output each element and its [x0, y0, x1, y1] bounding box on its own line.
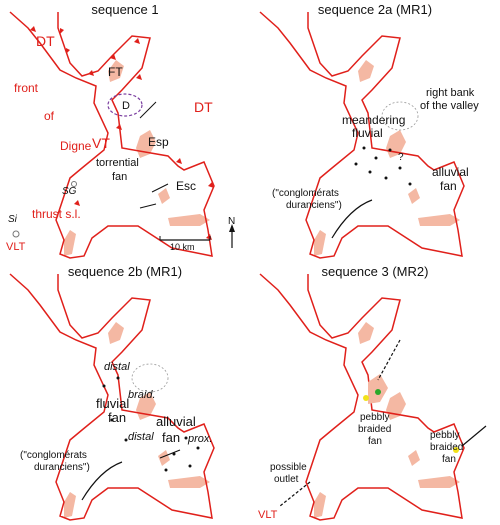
label-digne: Digne — [60, 139, 92, 153]
label-front: front — [14, 81, 39, 95]
d-ellipse — [107, 93, 143, 117]
label-fluvial: fluvial — [352, 126, 383, 140]
label-cong-1: ("conglomérats — [20, 450, 87, 461]
label-sg: SG — [62, 186, 77, 197]
panel-sequence-2a: sequence 2a (MR1) right bank of the vall… — [250, 0, 500, 262]
fluvial-dots — [354, 146, 412, 186]
label-alluvial: alluvial — [156, 414, 196, 429]
map-sequence-2b: distal braid. fluvial fan distal alluvia… — [0, 262, 250, 524]
label-prox: prox. — [187, 433, 212, 445]
label-possible: possible — [270, 462, 307, 473]
label-meandering: meandering — [342, 113, 405, 127]
label-outlet: outlet — [274, 474, 299, 485]
label-braided-1: braided — [358, 424, 391, 435]
label-esc: Esc — [176, 179, 196, 193]
label-fan: fan — [108, 410, 126, 425]
label-fan: fan — [440, 179, 457, 193]
label-of: of — [44, 109, 55, 123]
label-scale: 10 km — [170, 242, 195, 252]
map-sequence-2a: right bank of the valley meandering fluv… — [250, 0, 479, 262]
incoming-arrow-2 — [461, 425, 487, 447]
thrust-teeth — [30, 26, 214, 240]
valley-hatch — [131, 363, 169, 393]
label-vlt: VLT — [258, 509, 278, 521]
valley-hatch — [381, 101, 419, 131]
panel-title: sequence 2b (MR1) — [67, 264, 183, 279]
label-pebbly-2: pebbly — [430, 430, 459, 441]
label-esp: Esp — [148, 135, 169, 149]
yellow-marker — [363, 395, 369, 401]
label-cong-2: duranciens") — [286, 200, 342, 211]
label-torrential: torrential — [96, 157, 139, 169]
label-distal-top: distal — [104, 361, 130, 373]
label-right-bank-2: of the valley — [420, 100, 479, 112]
label-thrust: thrust s.l. — [32, 207, 81, 221]
sg-circle — [71, 181, 77, 187]
label-cong-1: ("conglomérats — [272, 188, 339, 199]
current-arrows — [139, 101, 169, 209]
panel-sequence-1: sequence 1 — [0, 0, 250, 262]
outlet-arrow — [331, 199, 373, 239]
label-dt-left: DT — [36, 33, 55, 49]
label-dt-right: DT — [194, 99, 213, 115]
label-fan: fan — [112, 171, 127, 183]
label-braid: braid. — [128, 389, 156, 401]
label-si: Si — [8, 214, 18, 225]
si-circle — [12, 230, 20, 238]
label-north: N — [228, 216, 235, 227]
flow-arrow — [159, 449, 181, 459]
panel-title: sequence 3 (MR2) — [321, 264, 429, 279]
label-vt: VT — [92, 135, 110, 151]
label-d: D — [122, 100, 130, 112]
yellow-marker-2 — [453, 447, 459, 453]
outlet-arrow — [81, 461, 123, 501]
label-distal2: distal — [128, 431, 154, 443]
label-alluvial: alluvial — [432, 165, 469, 179]
label-braided-2: braided — [430, 442, 463, 453]
panel-sequence-3: sequence 3 (MR2) pebbly braided fan pebb… — [250, 262, 500, 524]
label-fan2: fan — [162, 430, 180, 445]
map-sequence-1: DT DT FT VT front of Digne thrust s.l. D… — [6, 0, 235, 262]
panel-title: sequence 2a (MR1) — [317, 2, 433, 17]
label-pebbly-1: pebbly — [360, 412, 389, 423]
label-vlt: VLT — [6, 241, 26, 253]
incoming-arrow — [377, 339, 401, 381]
label-right-bank-1: right bank — [426, 87, 475, 99]
label-fluvial: fluvial — [96, 396, 129, 411]
panel-sequence-2b: sequence 2b (MR1) distal braid. fluvial … — [0, 262, 250, 524]
label-fan-1: fan — [368, 436, 382, 447]
map-sequence-3: pebbly braided fan pebbly braided fan po… — [258, 262, 487, 521]
label-question: ? — [398, 152, 404, 163]
green-marker — [375, 389, 381, 395]
outlet-arrow — [279, 481, 311, 507]
panel-title: sequence 1 — [91, 2, 159, 17]
label-fan-2: fan — [442, 454, 456, 465]
label-ft: FT — [108, 65, 123, 79]
label-cong-2: duranciens") — [34, 462, 90, 473]
